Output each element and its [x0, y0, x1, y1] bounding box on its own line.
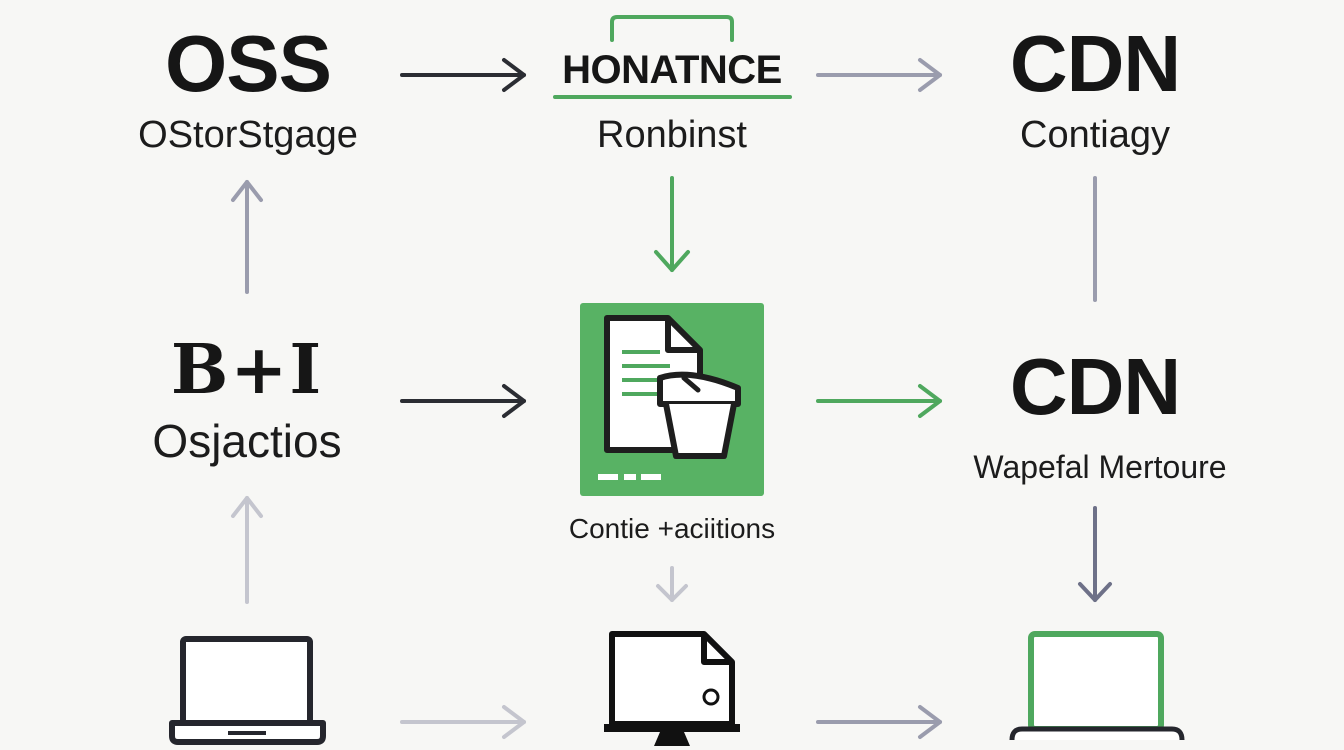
arrow-box-to-monitor — [656, 566, 688, 602]
cdn-top-subtitle: Contiagy — [1020, 114, 1170, 156]
bi-title: B+I — [170, 330, 324, 410]
cdn-top-title: CDN — [1009, 19, 1181, 108]
laptop-icon — [169, 636, 326, 745]
cdn-mid-subtitle: Wapefal Mertoure — [973, 449, 1227, 485]
arrow-oss-to-honatnce — [400, 58, 526, 92]
honatnce-subtitle: Ronbinst — [597, 114, 747, 156]
box-footer-bars — [598, 474, 661, 480]
bi-subtitle: Osjactios — [152, 415, 342, 467]
arrow-laptop-to-bi — [231, 496, 263, 604]
honatnce-title: HONATNCE — [562, 48, 782, 92]
arrow-honatnce-to-cdn — [816, 58, 942, 92]
monitor-document-icon — [604, 631, 740, 746]
arrow-box-to-cdn-mid — [816, 384, 942, 418]
document-basket-icon — [604, 315, 741, 459]
cdn-mid-title: CDN — [1009, 342, 1181, 431]
arrow-honatnce-to-box — [654, 176, 690, 272]
laptop-icon — [1009, 631, 1185, 741]
arrow-bi-to-oss — [231, 180, 263, 294]
arrow-cdn-mid-to-laptop — [1078, 506, 1112, 602]
oss-title: OSS — [165, 19, 332, 108]
arrow-bi-to-box — [400, 384, 526, 418]
center-box-caption: Contie +aciitions — [568, 513, 776, 544]
oss-subtitle: OStorStgage — [138, 114, 358, 156]
arrow-monitor-to-laptop — [816, 705, 942, 739]
arrow-laptop-to-monitor — [400, 705, 526, 739]
